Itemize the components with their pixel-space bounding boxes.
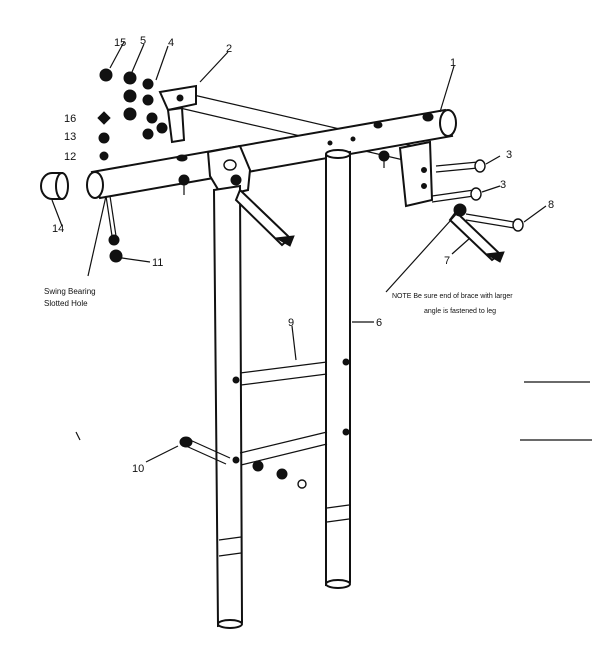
callout-1: 1 xyxy=(450,57,456,69)
side-bracket xyxy=(158,84,197,144)
callout-12: 12 xyxy=(64,151,76,163)
note-line2: angle is fastened to leg xyxy=(424,308,496,315)
callout-10: 10 xyxy=(132,463,144,475)
leader-lines xyxy=(51,41,547,463)
rear-leg xyxy=(325,149,351,589)
callout-3a: 3 xyxy=(506,149,512,161)
callout-14: 14 xyxy=(52,223,64,235)
hardware-stack-top xyxy=(99,68,168,140)
front-leg xyxy=(212,184,244,629)
assembly-note: NOTE Be sure end of brace with larger an… xyxy=(392,293,513,315)
callout-3b: 3 xyxy=(500,179,506,191)
callout-6: 6 xyxy=(376,317,382,329)
callout-9: 9 xyxy=(288,317,294,329)
swing-bearing xyxy=(87,195,123,277)
rear-brace xyxy=(448,210,505,263)
callout-7: 7 xyxy=(444,255,450,267)
right-bracket xyxy=(398,140,434,208)
bolts-3 xyxy=(431,159,486,203)
callout-5: 5 xyxy=(140,35,146,47)
callout-13: 13 xyxy=(64,131,76,143)
note-line1: NOTE Be sure end of brace with larger xyxy=(392,293,513,300)
ladder-rungs xyxy=(239,361,328,466)
swing-hangers xyxy=(178,150,390,195)
callout-2: 2 xyxy=(226,43,232,55)
crossbar-rivet xyxy=(176,154,188,162)
callout-15: 15 xyxy=(114,37,126,49)
stray-marks xyxy=(75,381,592,441)
swing-bearing-label: Swing Bearing Slotted Hole xyxy=(44,287,96,308)
end-cap xyxy=(40,172,69,200)
crossbar-rivet xyxy=(373,121,383,129)
swing-bearing-label-line1: Swing Bearing xyxy=(44,287,96,296)
callout-numbers: 1 2 3 3 4 5 6 7 8 9 10 11 12 13 14 15 16 xyxy=(52,35,554,475)
front-leg-brace xyxy=(234,188,295,247)
bolt-10 xyxy=(179,436,307,489)
callout-11: 11 xyxy=(152,257,163,269)
callout-16: 16 xyxy=(64,113,76,125)
crossbar-bolt-head xyxy=(422,112,434,122)
callout-8: 8 xyxy=(548,199,554,211)
swing-bearing-label-line2: Slotted Hole xyxy=(44,299,88,308)
hardware-stack-left xyxy=(97,111,111,161)
callout-4: 4 xyxy=(168,37,174,49)
